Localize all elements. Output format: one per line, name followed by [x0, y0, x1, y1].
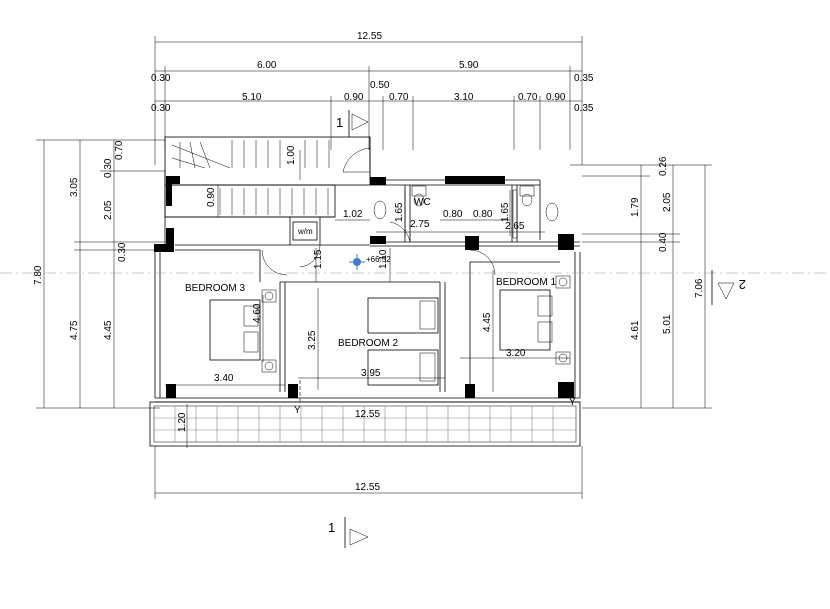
left-dimensions: 7.80 3.05 4.75 0.30 2.05 0.30 4.45 0.70 [33, 139, 165, 409]
dim-left-305: 3.05 [69, 177, 80, 197]
dim-br1-445: 4.45 [482, 312, 493, 332]
section-markers: 1 1 2 [328, 110, 746, 548]
room-label-wc: WC [414, 197, 431, 208]
dim-br3-340: 3.40 [214, 373, 234, 384]
dim-seg-070b: 0.70 [518, 92, 538, 103]
dim-hall-275: 2.75 [410, 219, 430, 230]
dim-right-040: 0.40 [658, 232, 669, 252]
room-label-bedroom1: BEDROOM 1 [496, 277, 556, 288]
dim-seg-090a: 0.90 [344, 92, 364, 103]
room-label-wm: w/m [297, 227, 313, 236]
room-label-bedroom3: BEDROOM 3 [185, 283, 245, 294]
dim-seg-070a: 0.70 [389, 92, 409, 103]
dim-balcony-depth: 1.20 [177, 412, 188, 432]
furniture [209, 275, 571, 386]
dim-left-205: 2.05 [103, 200, 114, 220]
right-dimensions: 0.26 1.79 2.05 0.40 4.61 5.01 7.06 [570, 156, 712, 409]
bottom-dimensions: 12.55 [154, 446, 583, 499]
dim-br2-325: 3.25 [307, 330, 318, 350]
axis-markers: Y Y [294, 380, 576, 416]
dim-right-026: 0.26 [658, 156, 669, 176]
dim-hall-115: 1.15 [313, 249, 324, 269]
dim-top-overall: 12.55 [357, 31, 382, 42]
dim-right-179: 1.79 [630, 197, 641, 217]
balcony: 12.55 1.20 [149, 401, 581, 448]
dim-left-445: 4.45 [103, 320, 114, 340]
dim-top-right-offset: 0.35 [574, 73, 594, 84]
dim-stair-100: 1.00 [286, 145, 297, 165]
room-label-bedroom2: BEDROOM 2 [338, 338, 398, 349]
dim-right-205: 2.05 [662, 192, 673, 212]
room-labels: BEDROOM 3 BEDROOM 2 BEDROOM 1 WC w/m [185, 197, 556, 349]
axis-y-right: Y [569, 397, 576, 408]
level-value: +66.52 [366, 255, 391, 264]
dim-left-030a: 0.30 [103, 158, 114, 178]
dim-top-left-span: 6.00 [257, 60, 277, 71]
dim-top-right-offset-2: 0.35 [574, 103, 594, 114]
dim-stair-090: 0.90 [206, 187, 217, 207]
dim-seg-510: 5.10 [242, 92, 262, 103]
dim-br3-460: 4.60 [252, 303, 263, 323]
axis-y-left: Y [294, 405, 301, 416]
dim-right-706: 7.06 [694, 278, 705, 298]
level-marker: +66.52 [0, 254, 830, 274]
dim-left-070: 0.70 [114, 140, 125, 160]
top-dimensions: 12.55 0.30 6.00 5.90 0.35 0.50 0.30 5.10… [151, 31, 594, 165]
dim-hall-080b: 0.80 [473, 209, 493, 220]
section-2: 2 [739, 277, 746, 292]
dim-top-left-offset-2: 0.30 [151, 103, 171, 114]
dim-left-030b: 0.30 [117, 242, 128, 262]
dim-hall-165b: 1.65 [500, 202, 511, 222]
building-walls [154, 136, 581, 403]
dim-hall-102: 1.02 [343, 209, 363, 220]
dim-hall-265: 2.65 [505, 221, 525, 232]
section-1-bottom: 1 [328, 520, 335, 535]
dim-bottom-overall: 12.55 [355, 482, 380, 493]
dim-hall-165a: 1.65 [394, 202, 405, 222]
section-1-top: 1 [336, 115, 343, 130]
dim-right-501: 5.01 [662, 314, 673, 334]
dim-left-475: 4.75 [69, 320, 80, 340]
dim-top-left-offset: 0.30 [151, 73, 171, 84]
dim-hall-080a: 0.80 [443, 209, 463, 220]
dim-top-stair-gap: 0.50 [370, 80, 390, 91]
dim-top-right-span: 5.90 [459, 60, 479, 71]
dim-br2-395: 3.95 [361, 368, 381, 379]
dim-balcony-width: 12.55 [355, 409, 380, 420]
dim-br1-320: 3.20 [506, 348, 526, 359]
dim-seg-310: 3.10 [454, 92, 474, 103]
dim-seg-090b: 0.90 [546, 92, 566, 103]
dim-right-461: 4.61 [630, 320, 641, 340]
interior-dimensions: 1.00 0.90 1.02 1.65 1.15 1.10 2.75 0.80 … [165, 145, 570, 392]
dim-left-total: 7.80 [33, 265, 44, 285]
dim-hall-110: 1.10 [378, 249, 389, 269]
